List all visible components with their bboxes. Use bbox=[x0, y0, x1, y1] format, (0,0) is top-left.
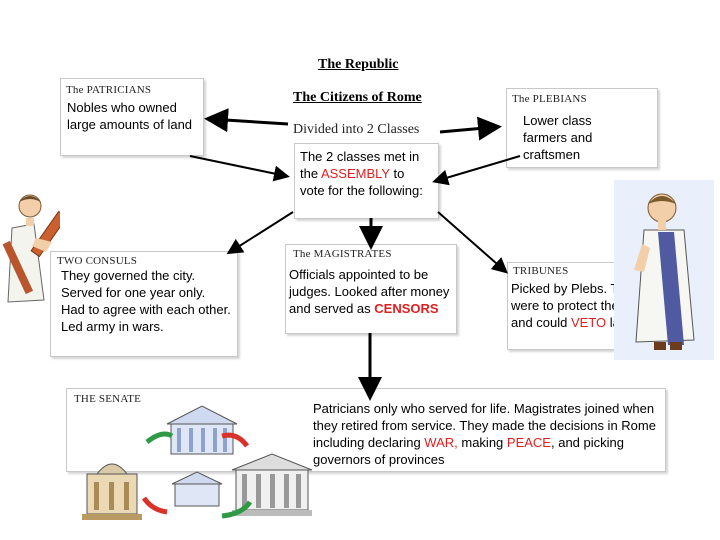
senate-highlight-war: WAR, bbox=[424, 435, 458, 450]
senate-text-middle: making bbox=[457, 435, 507, 450]
arrow-plebians-to-assembly bbox=[432, 155, 521, 186]
senate-buildings-icon bbox=[82, 405, 313, 520]
senate-text-before: Patricians only who served for life. Mag… bbox=[313, 401, 656, 450]
patricians-text: Nobles who owned large amounts of land bbox=[67, 100, 193, 132]
plebians-header: The PLEBIANS bbox=[512, 93, 587, 105]
arrow-to-plebians bbox=[439, 116, 502, 141]
citizens-title: The Citizens of Rome bbox=[293, 90, 422, 105]
senate-highlight-peace: PEACE bbox=[506, 435, 551, 450]
magistrates-header: The MAGISTRATES bbox=[293, 248, 392, 260]
arrow-to-tribunes bbox=[437, 211, 509, 274]
plebian-figure-icon bbox=[614, 180, 714, 360]
magistrates-text-before: Officials appointed to be judges. Looked… bbox=[289, 267, 450, 316]
plebians-box bbox=[506, 88, 658, 168]
consuls-text: They governed the city. Served for one y… bbox=[61, 268, 231, 334]
senate-text-after: , and picking governors of provinces bbox=[313, 435, 624, 467]
assembly-highlight: ASSEMBLY bbox=[320, 166, 390, 181]
tribunes-text: Picked by Plebs. They were to protect th… bbox=[511, 280, 659, 331]
patricians-header: The PATRICIANS bbox=[66, 84, 152, 96]
magistrates-text: Officials appointed to be judges. Looked… bbox=[289, 266, 457, 317]
patricians-box bbox=[60, 78, 204, 156]
tribunes-highlight: VETO bbox=[571, 315, 607, 330]
senate-text: Patricians only who served for life. Mag… bbox=[313, 400, 663, 468]
assembly-text: The 2 classes met in the ASSEMBLY to vot… bbox=[300, 148, 430, 199]
divided-title: Divided into 2 Classes bbox=[293, 122, 420, 137]
magistrates-highlight: CENSORS bbox=[374, 301, 439, 316]
diagram-title: The Republic bbox=[318, 57, 399, 72]
patrician-figure-icon bbox=[2, 194, 60, 303]
tribunes-text-before: Picked by Plebs. They were to protect th… bbox=[511, 281, 649, 330]
assembly-text-after: to vote for the following: bbox=[300, 166, 423, 198]
arrow-to-patricians bbox=[204, 108, 289, 133]
tribunes-header: TRIBUNES bbox=[513, 265, 569, 277]
consuls-box bbox=[50, 251, 238, 357]
plebians-text: Lower class farmers and craftsmen bbox=[523, 113, 593, 162]
arrow-patricians-to-assembly bbox=[189, 155, 290, 182]
senate-box bbox=[66, 388, 666, 472]
magistrates-box bbox=[285, 244, 457, 334]
senate-header: THE SENATE bbox=[74, 393, 142, 405]
assembly-text-before: The 2 classes met in the bbox=[300, 149, 420, 181]
arrow-to-consuls bbox=[226, 211, 294, 255]
consuls-header: TWO CONSULS bbox=[57, 255, 138, 267]
